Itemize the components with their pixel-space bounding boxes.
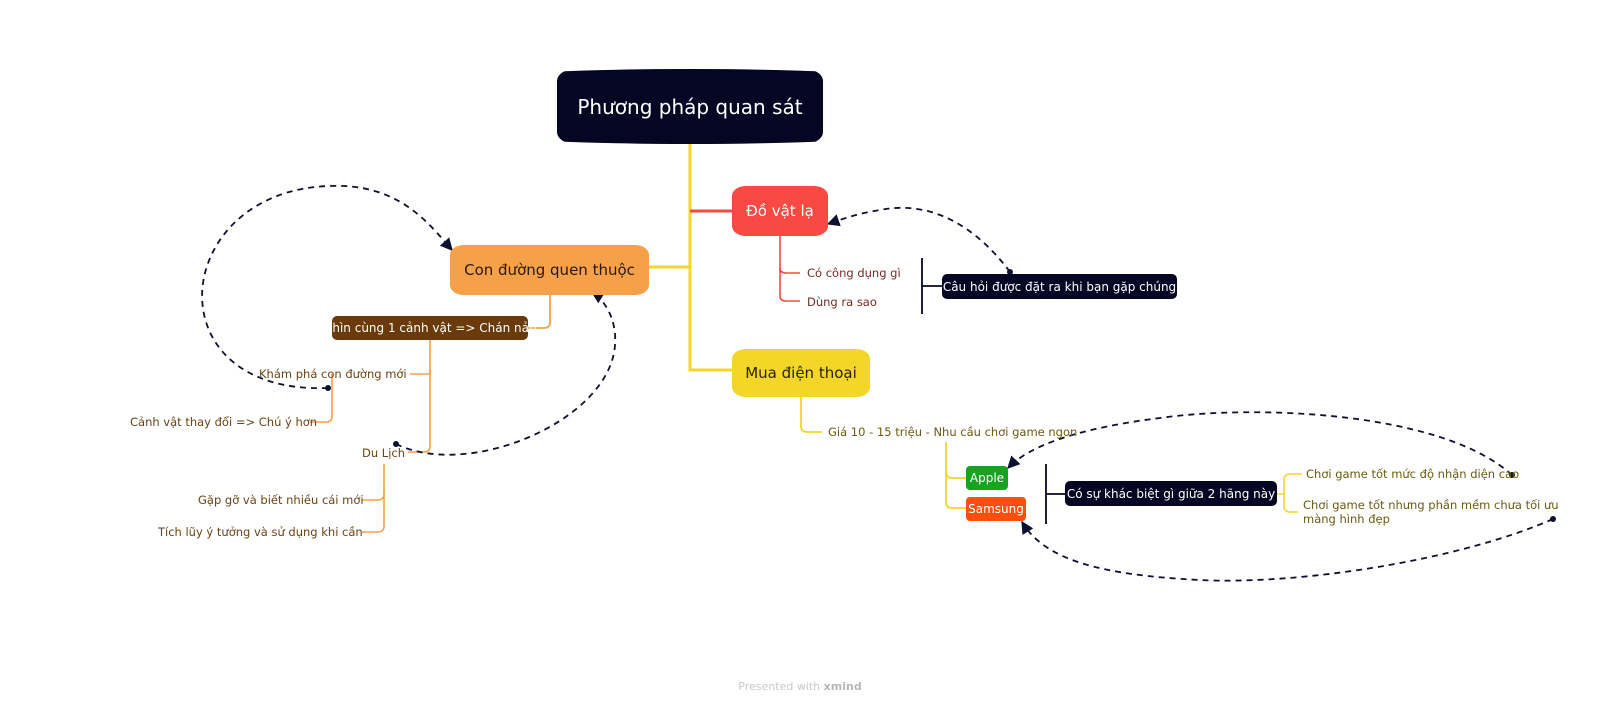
brand-apple[interactable]: Apple <box>966 466 1008 490</box>
topic-strange-object[interactable]: Đồ vật lạ <box>732 186 828 236</box>
relationship-question-to-object <box>826 206 1011 273</box>
relationship-explore-anchor <box>325 385 331 391</box>
leaf-travel[interactable]: Du Lịch <box>362 446 406 460</box>
relationship-travel-to-road <box>395 291 617 456</box>
relationship-explore-to-road <box>201 185 453 389</box>
presented-with-footer: Presented with xmind <box>0 680 1600 693</box>
root-topic[interactable]: Phương pháp quan sát <box>557 69 823 144</box>
leaf-how-to-use[interactable]: Dùng ra sao <box>807 295 877 309</box>
connector-travel-child-1 <box>362 464 385 501</box>
relationship-detail1-anchor <box>1509 472 1515 478</box>
footer-prefix: Presented with <box>738 680 821 693</box>
relationship-question-anchor <box>1007 269 1013 275</box>
summary-difference[interactable]: Có sự khác biệt gì giữa 2 hãng này <box>1065 481 1277 506</box>
leaf-scenery-changes[interactable]: Cảnh vật thay đổi => Chú ý hơn <box>130 415 318 429</box>
leaf-accumulate-ideas[interactable]: Tích lũy ý tưởng và sử dụng khi cần <box>158 525 363 539</box>
summary-bracket-1 <box>921 258 942 314</box>
connector-detail-2 <box>1283 494 1298 513</box>
trunk-connector <box>688 144 732 372</box>
connector-apple <box>945 442 966 479</box>
connector-explore <box>410 340 431 375</box>
connector-explore-child <box>310 374 333 423</box>
summary-difference-label: Có sự khác biệt gì giữa 2 hãng này <box>1066 486 1276 501</box>
summary-questions[interactable]: Câu hỏi được đặt ra khi bạn gặp chúng <box>942 274 1177 299</box>
subtopic-same-scenery-label: Nhìn cùng 1 cảnh vật => Chán nản <box>323 321 537 335</box>
relationship-detail-to-apple <box>1007 411 1513 476</box>
subtopic-same-scenery[interactable]: Nhìn cùng 1 cảnh vật => Chán nản <box>323 316 537 340</box>
topic-familiar-road-label: Con đường quen thuộc <box>464 261 635 279</box>
xmind-logo-text[interactable]: xmind <box>823 680 862 693</box>
topic-familiar-road[interactable]: Con đường quen thuộc <box>450 245 649 295</box>
connector-detail-1 <box>1277 473 1302 495</box>
root-topic-label: Phương pháp quan sát <box>577 94 803 119</box>
topic-strange-object-label: Đồ vật lạ <box>746 202 814 220</box>
topic-buy-phone-label: Mua điện thoại <box>745 364 857 382</box>
summary-bracket-2 <box>1045 464 1065 524</box>
leaf-detail-samsung[interactable]: Chơi game tốt nhưng phần mềm chưa tối ưu… <box>1303 498 1559 526</box>
relationship-detail-to-samsung <box>1021 518 1554 582</box>
connector-travel <box>408 370 431 453</box>
relationship-travel-anchor <box>393 441 399 447</box>
connector-use-what <box>779 236 800 274</box>
connector-samsung <box>945 472 966 509</box>
brand-samsung-label: Samsung <box>968 502 1024 516</box>
relationship-detail2-anchor <box>1550 516 1556 522</box>
connector-budget <box>800 397 822 433</box>
connector-travel-child-2 <box>362 494 385 533</box>
leaf-meet-new-things[interactable]: Gặp gỡ và biết nhiều cái mới <box>198 493 364 507</box>
brand-apple-label: Apple <box>969 471 1005 485</box>
connector-sub-brown <box>528 295 551 329</box>
topic-buy-phone[interactable]: Mua điện thoại <box>732 349 870 397</box>
leaf-what-use[interactable]: Có công dụng gì <box>807 266 901 280</box>
summary-questions-label: Câu hỏi được đặt ra khi bạn gặp chúng <box>942 279 1177 294</box>
connector-how-use <box>779 268 800 302</box>
leaf-detail-apple[interactable]: Chơi game tốt mức độ nhận diện cao <box>1306 467 1520 481</box>
brand-samsung[interactable]: Samsung <box>966 497 1026 521</box>
leaf-explore-new-road[interactable]: Khám phá con đường mới <box>259 367 407 381</box>
leaf-budget[interactable]: Giá 10 - 15 triệu - Nhu cầu chơi game ng… <box>828 425 1078 439</box>
